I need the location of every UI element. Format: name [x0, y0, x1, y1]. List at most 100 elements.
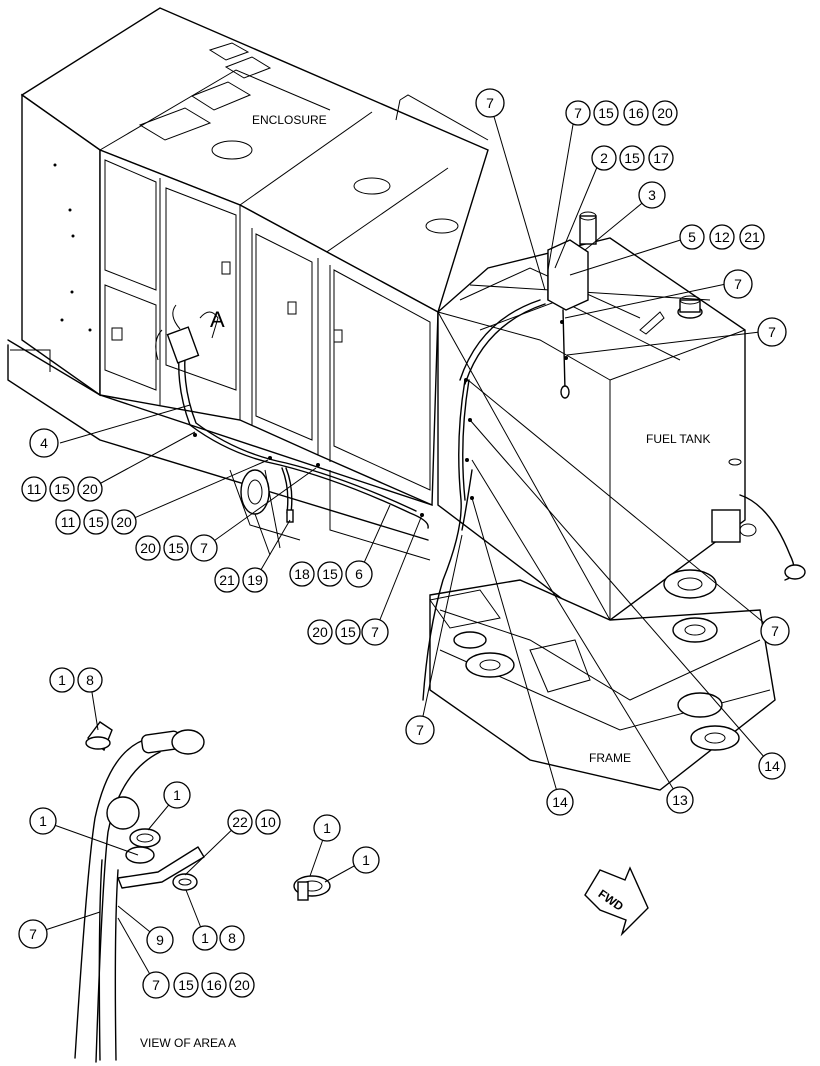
- callout-7-text: 7: [734, 276, 742, 292]
- callout-1-text: 1: [39, 813, 47, 829]
- callout-20: 20: [111, 509, 137, 535]
- callout-15-text: 15: [178, 977, 194, 993]
- callout-1-text: 1: [201, 930, 209, 946]
- callout-20: 20: [307, 619, 333, 645]
- callout-7: 7: [18, 919, 48, 949]
- callout-1: 1: [163, 781, 191, 809]
- callout-18-text: 18: [294, 566, 310, 582]
- callout-3: 3: [638, 181, 666, 209]
- callout-7: 7: [475, 88, 505, 118]
- callout-7-text: 7: [152, 977, 160, 993]
- callout-4-text: 4: [40, 435, 48, 451]
- callout-16: 16: [201, 972, 227, 998]
- callout-20: 20: [229, 972, 255, 998]
- callout-1-text: 1: [58, 672, 66, 688]
- enclosure-label: ENCLOSURE: [252, 113, 327, 127]
- callout-22-text: 22: [232, 814, 248, 830]
- callout-21: 21: [214, 567, 240, 593]
- callout-16-text: 16: [628, 105, 644, 121]
- callout-7-text: 7: [771, 623, 779, 639]
- callout-5-text: 5: [688, 229, 696, 245]
- callout-7: 7: [760, 616, 790, 646]
- callout-15-text: 15: [54, 481, 70, 497]
- callout-20-text: 20: [140, 540, 156, 556]
- callout-16-text: 16: [206, 977, 222, 993]
- callout-6-text: 6: [355, 566, 363, 582]
- callout-20-text: 20: [657, 105, 673, 121]
- callout-11-text: 11: [27, 481, 42, 497]
- callout-15: 15: [83, 509, 109, 535]
- callout-15-text: 15: [88, 514, 104, 530]
- enclosure-body: [7, 7, 489, 541]
- callout-15-text: 15: [168, 540, 184, 556]
- area-a-label: A: [210, 307, 225, 332]
- frame-label: FRAME: [589, 751, 631, 765]
- callout-1-text: 1: [173, 787, 181, 803]
- callout-15-text: 15: [322, 566, 338, 582]
- callout-19-text: 19: [247, 572, 263, 588]
- callout-6: 6: [345, 560, 373, 588]
- callout-7: 7: [565, 100, 591, 126]
- callout-3-text: 3: [648, 187, 656, 203]
- callout-20: 20: [652, 100, 678, 126]
- callout-15: 15: [619, 145, 645, 171]
- callout-12-text: 12: [714, 229, 730, 245]
- callout-7: 7: [405, 715, 435, 745]
- view-of-area-a-label: VIEW OF AREA A: [140, 1036, 236, 1050]
- callout-13: 13: [666, 786, 694, 814]
- callout-15: 15: [593, 100, 619, 126]
- callout-8-text: 8: [86, 672, 94, 688]
- callout-7-text: 7: [768, 324, 776, 340]
- callout-1: 1: [29, 807, 57, 835]
- callout-bubbles: 7 7 15 16 20 2 15 17 3 5 12 21 7 7 4 11 …: [18, 88, 790, 999]
- callout-2-text: 2: [600, 150, 608, 166]
- forward-direction-arrow: FWD: [584, 866, 649, 937]
- callout-20-text: 20: [234, 977, 250, 993]
- callout-7-text: 7: [574, 105, 582, 121]
- callout-8: 8: [77, 667, 103, 693]
- callout-22: 22: [227, 809, 253, 835]
- callout-15: 15: [317, 561, 343, 587]
- callout-12: 12: [709, 224, 735, 250]
- callout-7-text: 7: [416, 722, 424, 738]
- callout-17-text: 17: [653, 150, 669, 166]
- callout-15: 15: [49, 476, 75, 502]
- callout-14-text: 14: [764, 758, 780, 774]
- callout-1: 1: [192, 925, 218, 951]
- callout-1: 1: [49, 667, 75, 693]
- callout-5: 5: [679, 224, 705, 250]
- callout-11: 11: [21, 476, 47, 502]
- callout-8-text: 8: [228, 930, 236, 946]
- callout-7: 7: [757, 317, 787, 347]
- callout-21-text: 21: [744, 229, 760, 245]
- callout-21-text: 21: [219, 572, 235, 588]
- callout-1: 1: [313, 814, 341, 842]
- frame-body: [229, 469, 776, 791]
- callout-11-text: 11: [61, 514, 76, 530]
- fuel-tank-label: FUEL TANK: [646, 432, 710, 446]
- callout-15: 15: [163, 535, 189, 561]
- callout-15-text: 15: [340, 624, 356, 640]
- callout-11: 11: [55, 509, 81, 535]
- callout-10-text: 10: [260, 814, 276, 830]
- callout-7-text: 7: [486, 95, 494, 111]
- callout-7: 7: [190, 534, 218, 562]
- callout-10: 10: [255, 809, 281, 835]
- callout-15: 15: [173, 972, 199, 998]
- callout-9-text: 9: [156, 932, 164, 948]
- callout-7-text: 7: [29, 926, 37, 942]
- callout-7-text: 7: [200, 540, 208, 556]
- callout-21: 21: [739, 224, 765, 250]
- callout-1: 1: [352, 846, 380, 874]
- callout-14-text: 14: [552, 794, 568, 810]
- fuel-tank-body: [436, 237, 806, 622]
- callout-7: 7: [142, 971, 170, 999]
- callout-15-text: 15: [624, 150, 640, 166]
- callout-7: 7: [361, 618, 389, 646]
- callout-20: 20: [77, 476, 103, 502]
- callout-20: 20: [135, 535, 161, 561]
- callout-20-text: 20: [116, 514, 132, 530]
- callout-7: 7: [723, 269, 753, 299]
- callout-19: 19: [242, 567, 268, 593]
